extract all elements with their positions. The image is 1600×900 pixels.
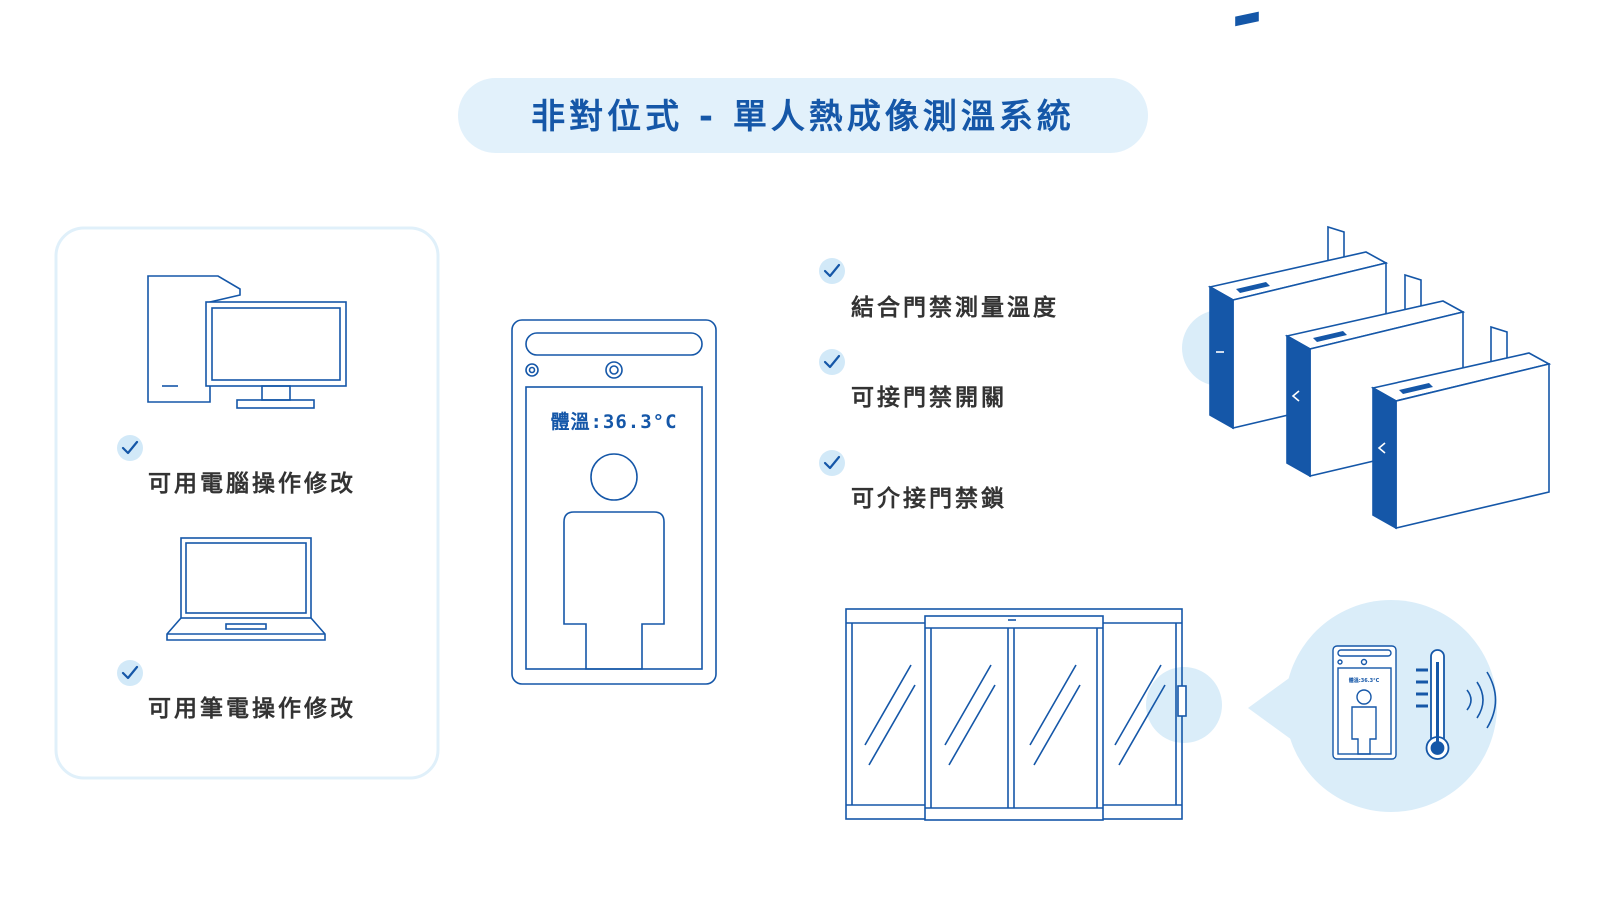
laptop-icon <box>166 537 326 641</box>
check-icon <box>819 450 845 476</box>
thermal-kiosk-icon <box>1332 645 1397 760</box>
card-reader <box>1313 331 1347 342</box>
sliding-door-icon <box>845 608 1222 821</box>
card-reader <box>1399 383 1433 394</box>
card-reader <box>1236 282 1270 293</box>
signal-waves-icon <box>1466 671 1497 729</box>
kiosk-temperature-readout: 體溫:36.3°C <box>550 410 677 433</box>
feature-list: 結合門禁測量溫度 可接門禁開關 可介接門禁鎖 <box>819 258 1059 512</box>
desktop-label: 可用電腦操作修改 <box>148 470 356 497</box>
feature-item: 可介接門禁鎖 <box>851 485 1007 512</box>
turnstile-gate-group <box>1182 11 1552 530</box>
check-icon <box>819 258 845 284</box>
thermal-kiosk-icon <box>511 319 717 685</box>
operation-panel: 可用電腦操作修改 可用筆電操作修改 <box>54 226 440 780</box>
feature-item: 結合門禁測量溫度 <box>851 294 1059 321</box>
title-banner: 非對位式 - 單人熱成像測溫系統 <box>458 78 1148 153</box>
check-icon <box>117 660 143 686</box>
title-pill <box>458 78 1148 153</box>
check-icon <box>819 349 845 375</box>
desktop-computer-icon <box>147 275 347 409</box>
bubble-temperature-readout: 體溫:36.3°C <box>1349 677 1380 684</box>
feature-item: 可接門禁開關 <box>851 384 1007 411</box>
laptop-label: 可用筆電操作修改 <box>148 695 356 722</box>
check-icon <box>117 435 143 461</box>
thermometer-icon <box>1416 649 1450 760</box>
bubble-pointer <box>1248 676 1292 740</box>
operation-panel-frame <box>54 226 440 780</box>
page-title: 非對位式 - 單人熱成像測溫系統 <box>531 97 1075 137</box>
kiosk-bubble: 體溫:36.3°C <box>1248 600 1497 812</box>
